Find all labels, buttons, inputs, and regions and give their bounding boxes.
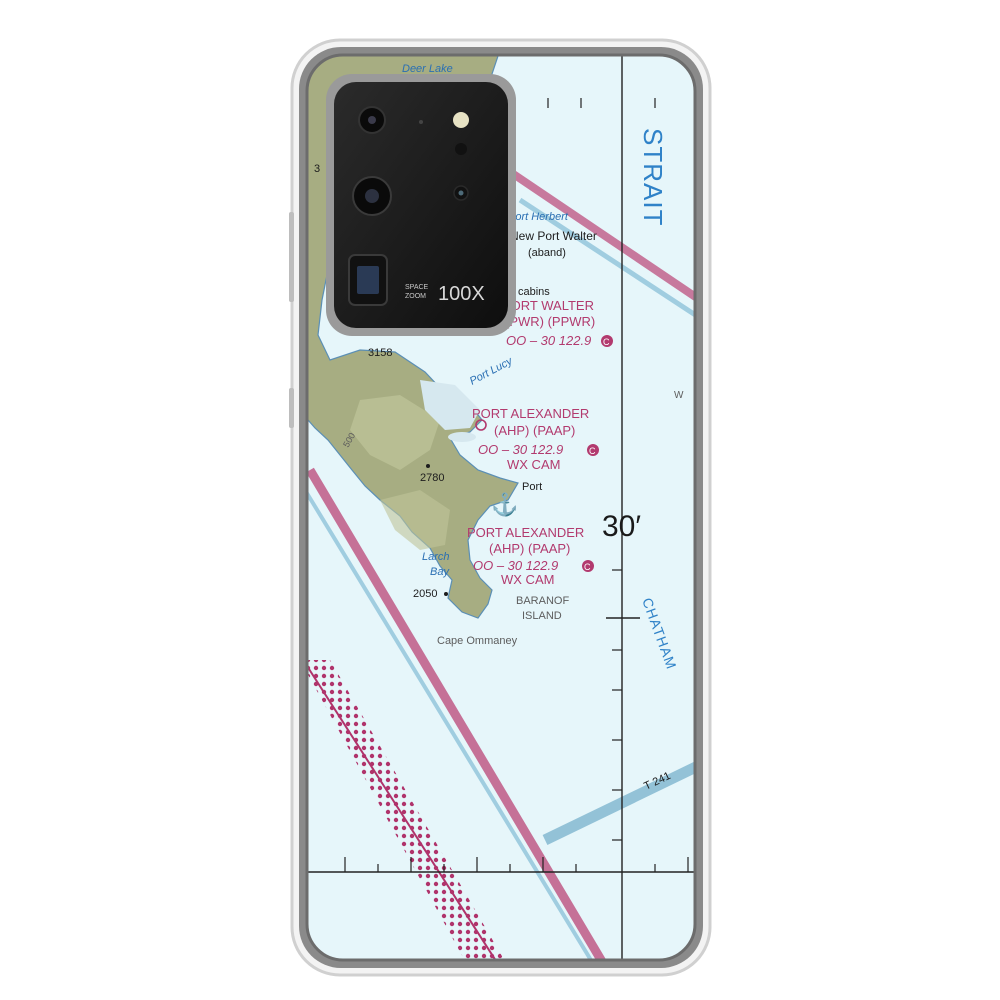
ctaf-c-letter: C [589, 446, 596, 456]
strait-label: STRAIT [638, 128, 668, 226]
space-zoom-line1: SPACE [405, 284, 429, 291]
seaplane-base-icon [475, 419, 487, 431]
airport-name-port-alexander-1: PORT ALEXANDER [472, 406, 589, 421]
elevation-2780: 2780 [420, 472, 444, 484]
terrain-highlight-2 [380, 490, 450, 550]
bay-label: Bay [430, 566, 450, 578]
anchor-icon: ⚓ [491, 492, 518, 517]
airway-pink-2 [497, 161, 695, 304]
cabins-label: cabins [518, 286, 550, 298]
airway-blue-2 [518, 197, 695, 321]
flash-icon [453, 112, 469, 128]
airport-name-port-alexander-2: PORT ALEXANDER [467, 525, 584, 540]
elevation-2050: 2050 [413, 588, 437, 600]
airport-name-port-walter: PORT WALTER [502, 298, 594, 313]
camera-module: SPACE ZOOM 100X [326, 74, 516, 336]
ctaf-c-letter: C [584, 562, 591, 572]
port-lucy-inlet [420, 380, 480, 430]
periscope-glass [357, 266, 379, 294]
baranof-label: BARANOF [516, 595, 569, 607]
airway-pink-1 [307, 467, 614, 960]
airport-ids-port-walter: (PWR) (PPWR) [505, 314, 595, 329]
airport-wx-port-alexander-2: WX CAM [501, 572, 554, 587]
sensor-glint [458, 190, 464, 196]
lake [448, 432, 476, 442]
peak-marker-2050 [444, 592, 448, 596]
deer-lake-label: Deer Lake [402, 63, 453, 75]
island-label: ISLAND [522, 610, 562, 622]
restricted-boundary [307, 654, 506, 960]
ctaf-circle-icon [582, 560, 594, 572]
volume-button [289, 212, 294, 302]
airport-freq-port-walter: OO – 30 122.9 [506, 333, 591, 348]
ctaf-circle-icon [587, 444, 599, 456]
screen-edge [305, 53, 697, 962]
larch-label: Larch [422, 551, 450, 563]
airport-freq-port-alexander-1: OO – 30 122.9 [478, 442, 563, 457]
sensor-icon [455, 143, 467, 155]
w-label: W [674, 390, 684, 401]
airport-freq-port-alexander-2: OO – 30 122.9 [473, 558, 558, 573]
peak-marker-2780 [426, 464, 430, 468]
zoom-100x-label: 100X [438, 283, 485, 305]
port-herbert-label: Port Herbert [508, 211, 569, 223]
lens-glint [368, 116, 376, 124]
sensor-dot [419, 120, 423, 124]
ctaf-circle-icon [601, 335, 613, 347]
tick-marks [344, 98, 689, 872]
airport-ids-port-alexander-2: (AHP) (PAAP) [489, 541, 570, 556]
port-label: Port [522, 481, 542, 493]
aband-label: (aband) [528, 247, 566, 259]
airway-blue-1 [307, 488, 602, 960]
elevation-3158: 3158 [368, 347, 392, 359]
lens-glint [365, 189, 379, 203]
latitude-30-label: 30′ [602, 510, 641, 543]
terrain-highlight [350, 395, 440, 470]
cape-ommaney-label: Cape Ommaney [437, 635, 518, 647]
airport-wx-port-alexander-1: WX CAM [507, 457, 560, 472]
ctaf-c-letter: C [603, 337, 610, 347]
airport-ids-port-alexander-1: (AHP) (PAAP) [494, 423, 575, 438]
power-button [289, 388, 294, 428]
space-zoom-line2: ZOOM [405, 293, 426, 300]
new-port-walter-label: New Port Walter [510, 229, 597, 243]
elevation-3: 3 [314, 163, 320, 175]
